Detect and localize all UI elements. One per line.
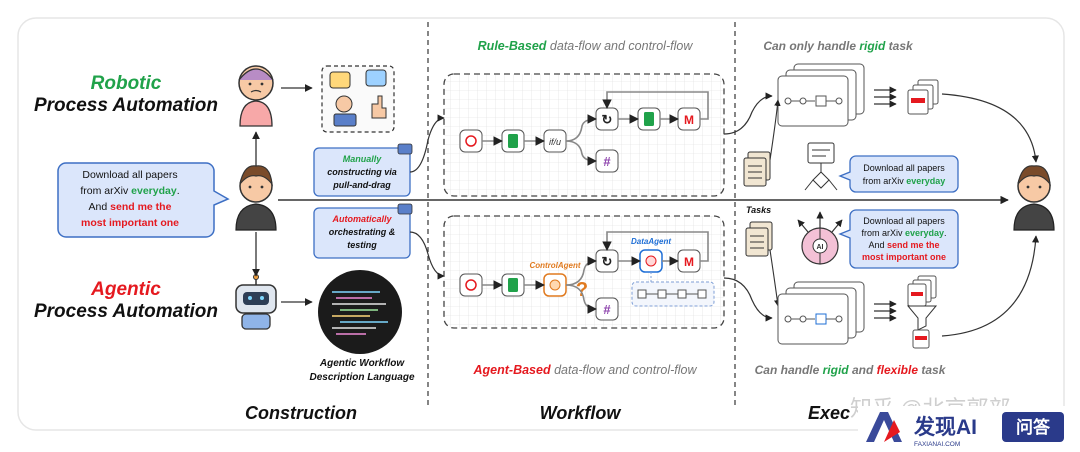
svg-text:#: #: [603, 154, 611, 169]
task-list-icon-bottom: [745, 221, 773, 257]
request-line3: And send me the: [89, 201, 172, 213]
arrow-top-to-user: [941, 93, 1039, 163]
rule-diagram-icon: [804, 142, 838, 191]
control-agent-label: ControlAgent: [529, 261, 580, 270]
logo-text: 发现AI: [913, 415, 977, 439]
data-agent-label: DataAgent: [631, 237, 671, 246]
ask-button-label[interactable]: 问答: [1016, 417, 1051, 437]
svg-text:M: M: [684, 113, 694, 127]
faxianai-logo: 发现AI FAXIANAI.COM: [866, 412, 977, 448]
filter-funnel-icon: [906, 305, 938, 349]
laptop-icon-auto: [397, 203, 413, 215]
manual-line3: pull-and-drag: [332, 180, 391, 190]
arrow-manual-to-workflow: [409, 114, 445, 173]
arrow-agent-to-exec: [723, 277, 773, 322]
bubble1-line1: Download all papers: [863, 163, 945, 173]
tasks-label: Tasks: [746, 205, 771, 215]
bubble2-line4: most important one: [862, 252, 946, 262]
ai-brain-icon: AI: [797, 211, 843, 265]
rpa-title-line1: Robotic: [91, 73, 162, 94]
rule-based-workflow-panel: [443, 73, 725, 197]
flexible-task-bubble: Download all papers from arXiv everyday.…: [838, 209, 959, 269]
rule-based-caption: Rule-Based data-flow and control-flow: [478, 39, 694, 53]
auto-orchestration-box: [313, 207, 411, 259]
logo-domain: FAXIANAI.COM: [914, 441, 960, 448]
flexible-execution-stack: [777, 281, 865, 345]
request-line2: from arXiv everyday.: [80, 185, 179, 197]
manual-line1: Manually: [343, 154, 383, 164]
rigid-output-arrows: [874, 86, 897, 108]
auto-line2: orchestrating &: [329, 227, 396, 237]
bubble2-line3: And send me the: [868, 240, 939, 250]
auto-line3: testing: [347, 240, 377, 250]
awdl-line2: Description Language: [309, 372, 414, 383]
webhook-node-icon-agent: [459, 273, 483, 297]
rigid-execution-stack: [777, 63, 865, 127]
flexible-output-arrows: [874, 300, 897, 322]
rpa-title-line2: Process Automation: [34, 95, 218, 116]
agent-workflow-nodes: ControlAgent ? ↻ DataAgent M #: [459, 231, 715, 321]
arrow-auto-to-workflow: [409, 231, 445, 280]
apa-title-line2: Process Automation: [34, 301, 218, 322]
agent-based-caption: Agent-Based data-flow and control-flow: [473, 363, 698, 377]
request-line1: Download all papers: [82, 169, 177, 181]
stressed-worker-icon: [238, 65, 274, 127]
svg-text:AI: AI: [817, 244, 824, 251]
manual-line2: constructing via: [327, 167, 397, 177]
svg-text:M: M: [684, 255, 694, 269]
request-line4: most important one: [81, 217, 179, 229]
workflow-label: Workflow: [540, 403, 622, 423]
svg-text:↻: ↻: [602, 112, 613, 127]
pdf-documents-icon-bottom: [907, 275, 937, 307]
user-icon-left: [235, 165, 277, 231]
bubble2-line1: Download all papers: [863, 216, 945, 226]
task-list-icon-top: [743, 151, 771, 187]
execution-label: Exec: [808, 403, 850, 423]
laptop-icon-manual: [397, 143, 413, 155]
construction-label: Construction: [245, 403, 357, 423]
awdl-line1: Agentic Workflow: [319, 358, 405, 369]
if-node-label: if/u: [549, 137, 561, 147]
bubble2-line2: from arXiv everyday.: [861, 228, 946, 238]
bubble1-line2: from arXiv everyday: [863, 176, 946, 186]
rigid-task-bubble: Download all papers from arXiv everyday: [838, 155, 959, 193]
code-language-icon: [318, 270, 402, 354]
arrow-tasks-to-stack-top: [769, 99, 781, 161]
rigid-caption: Can only handle rigid task: [763, 39, 914, 53]
flexible-caption: Can handle rigid and flexible task: [755, 363, 947, 377]
rule-workflow-nodes: if/u ↻ M #: [459, 91, 709, 173]
ask-button[interactable]: 问答: [1002, 412, 1064, 442]
arrow-bottom-to-user: [941, 235, 1040, 337]
auto-line1: Automatically: [331, 214, 392, 224]
user-icon-right: [1013, 165, 1055, 231]
request-speech-bubble: Download all papers from arXiv everyday.…: [57, 162, 230, 238]
svg-text:↻: ↻: [602, 254, 613, 269]
drag-and-drop-icon: [321, 65, 395, 133]
robot-icon: [235, 274, 277, 330]
pdf-documents-icon-top: [907, 79, 939, 115]
webhook-node-icon: [459, 129, 483, 153]
apa-title-line1: Agentic: [90, 279, 161, 300]
svg-text:#: #: [603, 302, 611, 317]
arrow-rule-to-exec: [723, 92, 773, 135]
question-mark-icon: ?: [576, 279, 588, 301]
